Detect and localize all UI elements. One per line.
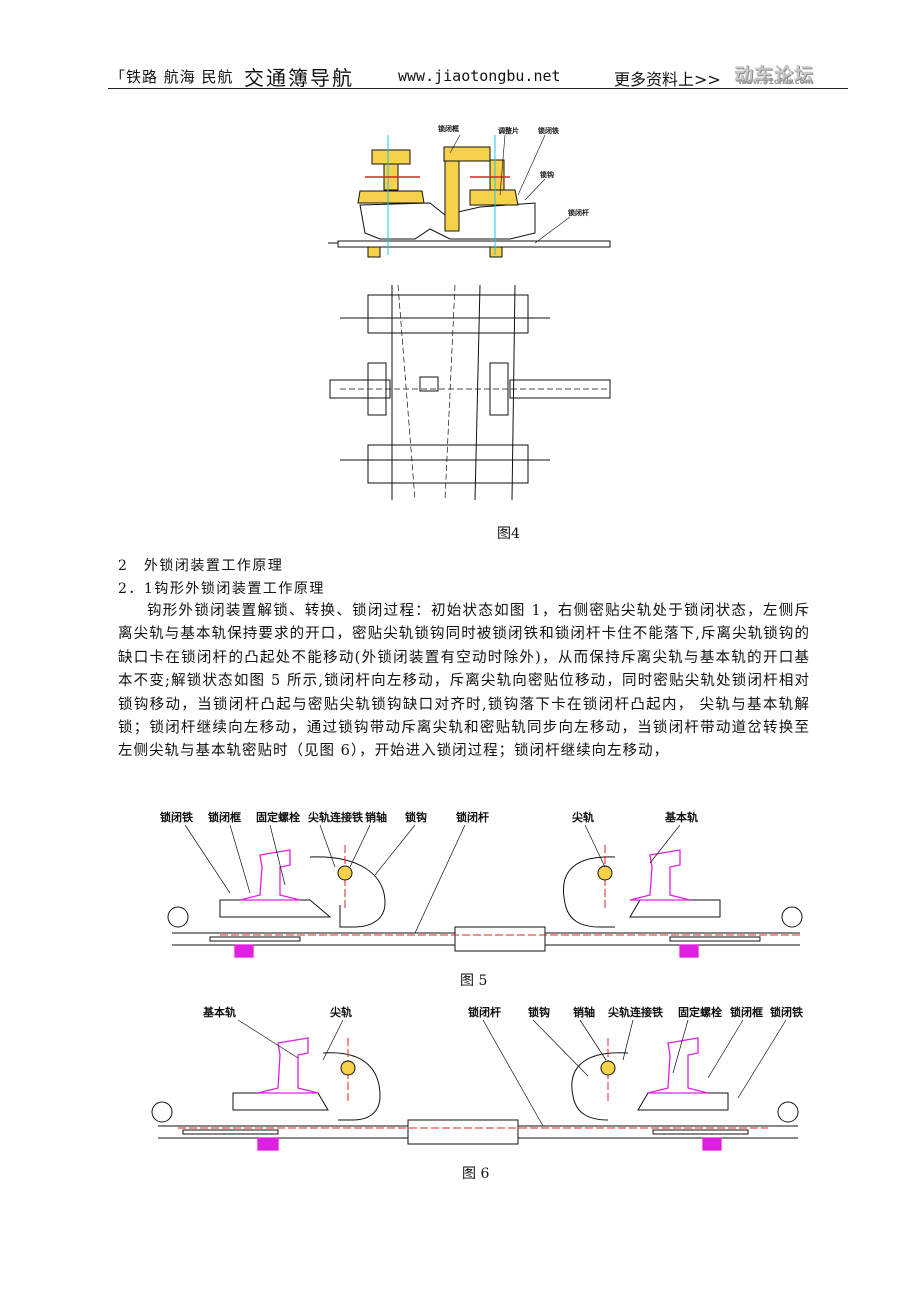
fig6-label-connector: 尖轨连接铁 [608, 1005, 663, 1019]
fig6-label-pin: 销轴 [573, 1005, 595, 1019]
forum-logo-text: 动车论坛 [734, 64, 815, 86]
forum-logo-url: www.51cfrh.com [738, 77, 814, 86]
fig4-label-lock-iron: 锁闭铁 [537, 126, 559, 135]
fig6-label-rod: 锁闭杆 [468, 1005, 501, 1019]
page-header: 「铁路 航海 民航 交通簿导航 www.jiaotongbu.net 更多资料上… [108, 60, 848, 90]
header-categories: 「铁路 航海 民航 [110, 68, 234, 86]
fig6-label-switch-rail: 尖轨 [330, 1005, 352, 1019]
figure-4-drawing: 锁闭框 调整片 锁闭铁 锁钩 锁闭杆 [328, 124, 611, 501]
subsection-heading: 2．1钩形外锁闭装置工作原理 [118, 581, 325, 597]
fig6-label-lock-iron: 锁闭铁 [770, 1005, 803, 1019]
fig4-label-frame: 锁闭框 [437, 124, 459, 133]
fig5-label-fixed-bolt: 固定螺栓 [256, 810, 300, 824]
fig4-label-shim: 调整片 [498, 126, 519, 135]
fig5-label-lock-frame: 锁闭框 [208, 810, 241, 824]
fig6-label-stock-rail: 基本轨 [202, 1005, 236, 1019]
fig6-label-fixed-bolt: 固定螺栓 [678, 1005, 722, 1019]
fig5-label-hook: 锁钩 [405, 810, 427, 824]
fig4-label-hook: 锁钩 [539, 170, 554, 179]
fig5-label-switch-rail: 尖轨 [572, 810, 594, 824]
fig5-label-stock-rail: 基本轨 [664, 810, 698, 824]
forum-logo[interactable]: 动车论坛 www.51cfrh.com [728, 60, 848, 86]
fig5-label-pin: 销轴 [365, 810, 387, 824]
header-site-title: 交通簿导航 [244, 66, 354, 90]
header-more-link[interactable]: 更多资料上>> [614, 70, 721, 89]
body-paragraph: 钩形外锁闭装置解锁、转换、锁闭过程：初始状态如图 1，右侧密贴尖轨处于锁闭状态，… [118, 600, 810, 764]
fig5-label-connector: 尖轨连接铁 [308, 810, 363, 824]
fig6-label-lock-frame: 锁闭框 [730, 1005, 763, 1019]
fig4-label-rod: 锁闭杆 [567, 208, 589, 217]
figure-5-caption: 图 5 [460, 973, 488, 989]
header-url-link[interactable]: www.jiaotongbu.net [398, 67, 561, 85]
fig5-label-lock-iron: 锁闭铁 [160, 810, 193, 824]
figure-6-drawing: 基本轨 尖轨 锁闭杆 锁钩 销轴 尖轨连接铁 固定螺栓 锁闭框 锁闭铁 [151, 1005, 803, 1151]
figure-5-drawing: 锁闭铁 锁闭框 固定螺栓 尖轨连接铁 销轴 锁钩 锁闭杆 尖轨 基本轨 [160, 810, 803, 958]
figure-4-caption: 图4 [497, 526, 520, 542]
fig6-label-hook: 锁钩 [528, 1005, 550, 1019]
paragraph-text: 钩形外锁闭装置解锁、转换、锁闭过程：初始状态如图 1，右侧密贴尖轨处于锁闭状态，… [118, 603, 810, 760]
figure-6-caption: 图 6 [462, 1166, 490, 1182]
fig5-label-rod: 锁闭杆 [456, 810, 489, 824]
section-heading: 2 外锁闭装置工作原理 [118, 558, 284, 574]
